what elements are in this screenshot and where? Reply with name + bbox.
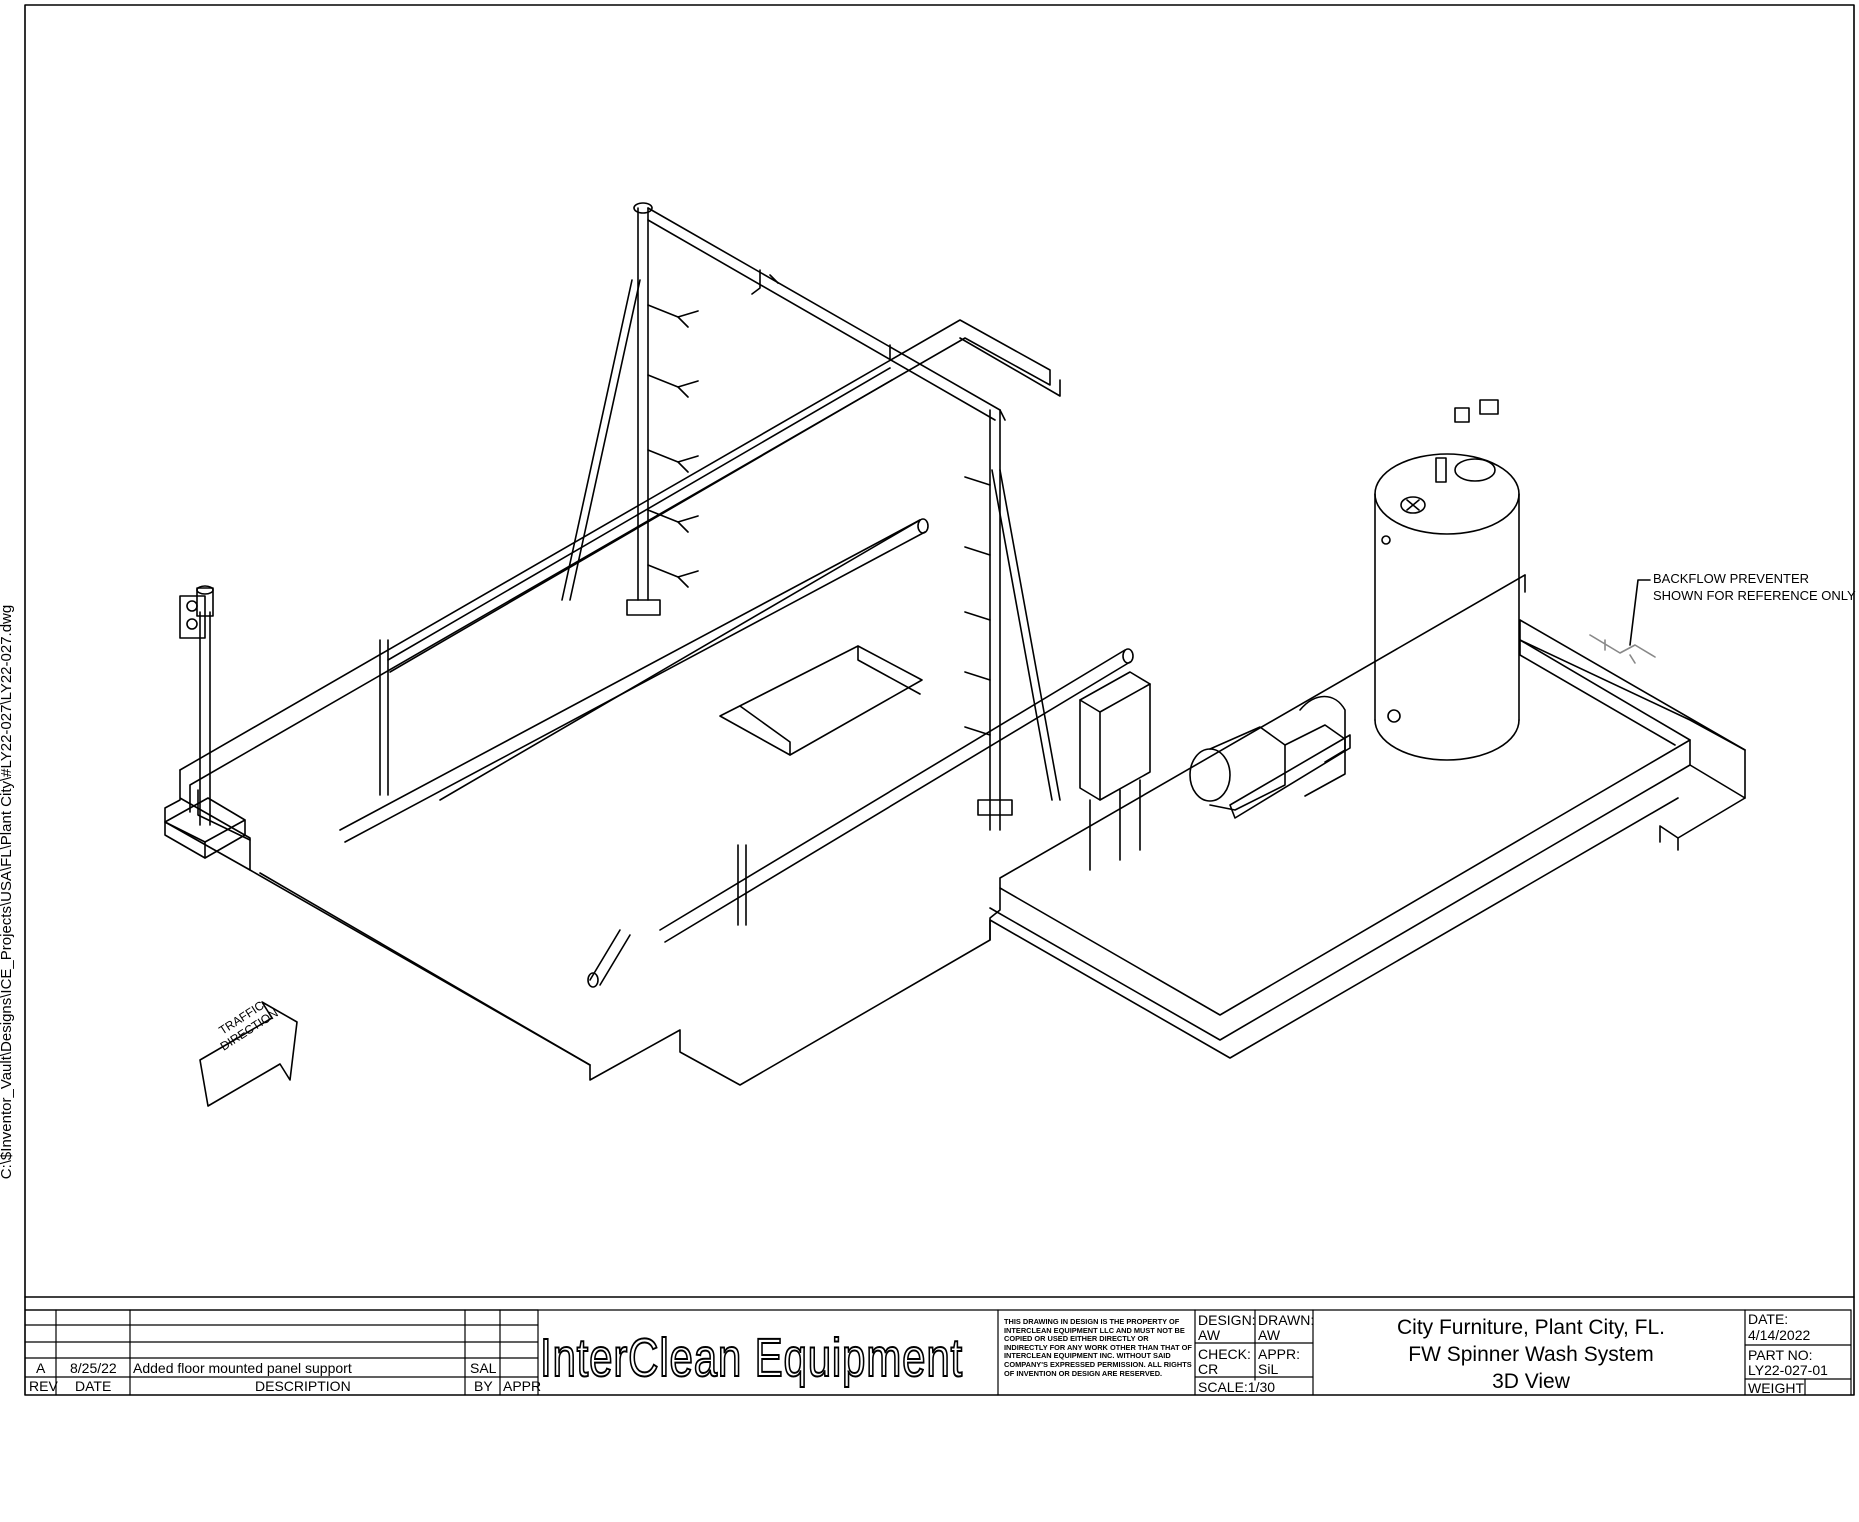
post-base: [164, 797, 246, 843]
rev-header: REV: [29, 1378, 58, 1394]
appr-label: APPR:: [1258, 1346, 1301, 1362]
drawn-label: DRAWN:: [1258, 1312, 1315, 1328]
project-line-3: 3D View: [1492, 1370, 1570, 1393]
legal-notice: THIS DRAWING IN DESIGN IS THE PROPERTY O…: [1004, 1317, 1192, 1378]
control-panel: [1079, 671, 1151, 871]
appr-header: APPR: [503, 1378, 542, 1394]
rev-by-value: SAL: [470, 1360, 497, 1376]
scale-value: SCALE:1/30: [1198, 1379, 1276, 1395]
date-label: DATE:: [1748, 1311, 1789, 1327]
description-header: DESCRIPTION: [255, 1378, 351, 1394]
pump-motor: [1189, 695, 1351, 819]
overhead-arch: [561, 202, 1061, 831]
company-logo: InterClean Equipment: [539, 1327, 964, 1389]
design-label: DESIGN:: [1198, 1312, 1256, 1328]
title-block-grid: [24, 1309, 1852, 1396]
drawn-value: AW: [1258, 1327, 1281, 1343]
backflow-note: BACKFLOW PREVENTER SHOWN FOR REFERENCE O…: [1653, 570, 1856, 604]
floor-slab: [164, 319, 1746, 1086]
project-title: City Furniture, Plant City, FL. FW Spinn…: [1318, 1314, 1744, 1395]
file-path: C:\$Inventor_Vault\Designs\ICE_Projects\…: [0, 604, 15, 1180]
rev-date-value: 8/25/22: [70, 1360, 117, 1376]
pipe-runs: [339, 367, 1134, 988]
traffic-arrow: [199, 1001, 298, 1107]
design-value: AW: [1198, 1327, 1221, 1343]
part-no-value: LY22-027-01: [1748, 1362, 1828, 1378]
note-line-2: SHOWN FOR REFERENCE ONLY: [1653, 588, 1856, 603]
project-line-1: City Furniture, Plant City, FL.: [1396, 1316, 1666, 1339]
backflow-preventer: [1589, 634, 1656, 664]
part-no-label: PART NO:: [1748, 1347, 1813, 1363]
check-value: CR: [1198, 1361, 1219, 1377]
pit-opening: [719, 645, 923, 756]
rev-description-value: Added floor mounted panel support: [133, 1360, 352, 1376]
drawing-sheet: [24, 4, 1855, 1396]
check-label: CHECK:: [1198, 1346, 1251, 1362]
appr-value: SiL: [1258, 1361, 1279, 1377]
sheet-border: [24, 4, 1855, 1396]
project-line-2: FW Spinner Wash System: [1408, 1343, 1654, 1366]
storage-tank: [1374, 399, 1520, 761]
date-header: DATE: [75, 1378, 112, 1394]
note-line-1: BACKFLOW PREVENTER: [1653, 571, 1810, 586]
weight-label: WEIGHT: [1748, 1380, 1804, 1396]
by-header: BY: [474, 1378, 493, 1394]
rev-value: A: [36, 1360, 46, 1376]
date-value: 4/14/2022: [1748, 1327, 1811, 1343]
note-leader: [1629, 579, 1651, 646]
traffic-light-pole: [179, 585, 214, 826]
